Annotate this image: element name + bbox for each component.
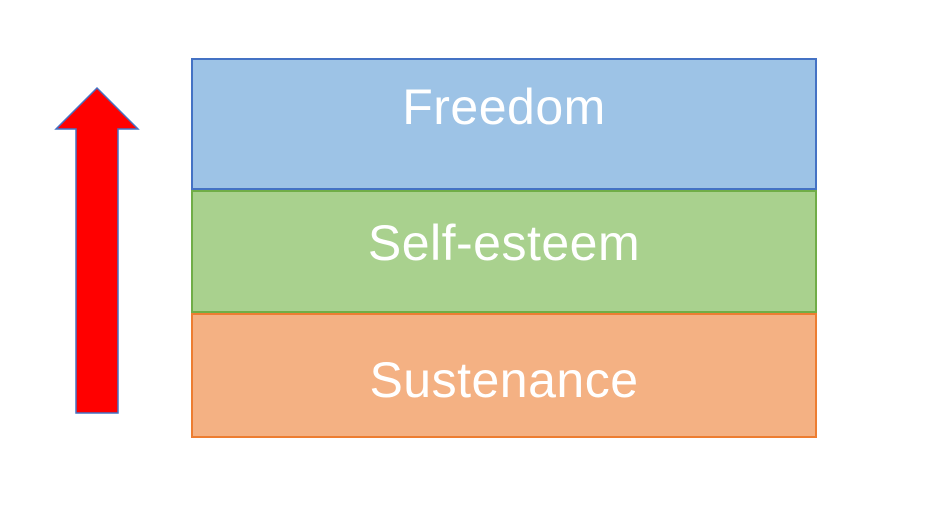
up-arrow-icon: [54, 86, 140, 414]
level-box-sustenance: Sustenance: [191, 313, 817, 438]
level-label-self-esteem: Self-esteem: [367, 214, 641, 271]
level-box-self-esteem: Self-esteem: [191, 190, 817, 313]
level-label-freedom: Freedom: [402, 79, 606, 135]
level-box-freedom: Freedom: [191, 58, 817, 190]
level-label-sustenance: Sustenance: [369, 351, 639, 408]
levels-stack: Freedom Self-esteem Sustenance: [191, 58, 817, 438]
